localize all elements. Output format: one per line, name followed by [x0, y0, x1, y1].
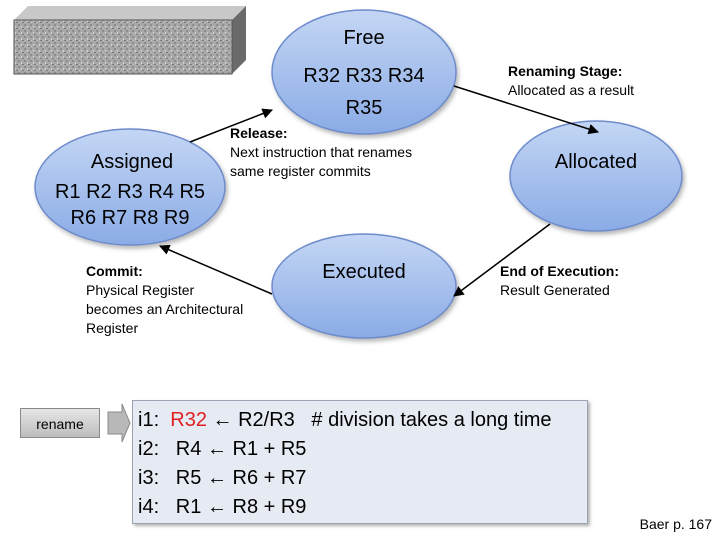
renaming-stage-text: Allocated as a result: [508, 82, 635, 98]
end-of-execution-text: Result Generated: [500, 282, 610, 298]
assigned-state-title: Assigned: [90, 151, 174, 173]
code-dest-register: R1: [175, 496, 202, 518]
allocated-state-ellipse: [509, 120, 683, 232]
free-state-registers-line2: R35: [345, 97, 383, 119]
rename-arrow: [107, 403, 131, 443]
arrow-executed-to-assigned: [159, 244, 273, 295]
commit-heading: Commit:: [86, 263, 143, 279]
free-state-registers-line1: R32 R33 R34: [303, 65, 425, 87]
code-dest-register: R32: [170, 409, 207, 431]
assigned-state-ellipse: [34, 128, 226, 246]
instruction-code-box: [132, 400, 588, 524]
commit-text-line1: Physical Register: [86, 282, 195, 298]
code-line-i1: i1: R32 ← R2/R3 # division takes a long …: [138, 407, 552, 433]
code-dest-register: R5: [175, 467, 202, 489]
code-expression: ← R8 + R9: [206, 496, 307, 518]
arrow-free-to-allocated: [453, 85, 600, 135]
release-heading: Release:: [230, 125, 288, 141]
end-of-execution-heading: End of Execution:: [500, 263, 619, 279]
commit-text-line2: becomes an Architectural: [86, 301, 244, 317]
code-label: i1:: [138, 409, 160, 431]
code-line-i3: i3: R5 ← R6 + R7: [138, 465, 306, 491]
code-label: i4:: [138, 496, 160, 518]
renaming-stage-note: Renaming Stage: Allocated as a result: [508, 62, 634, 100]
release-note: Release: Next instruction that renames s…: [230, 124, 412, 181]
code-expression: ← R6 + R7: [206, 467, 307, 489]
code-line-i4: i4: R1 ← R8 + R9: [138, 494, 306, 520]
citation-text: Baer p. 167: [639, 516, 712, 532]
arrow-assigned-to-free: [189, 108, 273, 143]
executed-state-title: Executed: [322, 261, 406, 283]
commit-text-line3: Register: [86, 320, 139, 336]
code-label: i3:: [138, 467, 160, 489]
release-text-line2: same register commits: [230, 163, 371, 179]
code-line-i2: i2: R4 ← R1 + R5: [138, 436, 306, 462]
executed-state-ellipse: [271, 233, 457, 339]
code-expression: ← R2/R3 # division takes a long time: [212, 409, 552, 431]
code-label: i2:: [138, 438, 160, 460]
granite-block-image: [13, 6, 246, 75]
arrow-allocated-to-executed: [453, 223, 551, 297]
free-state-title: Free: [343, 27, 385, 49]
end-of-execution-note: End of Execution: Result Generated: [500, 262, 619, 300]
free-state-ellipse: [271, 9, 457, 135]
rename-label-box: rename: [20, 408, 100, 438]
commit-note: Commit: Physical Register becomes an Arc…: [86, 262, 243, 338]
allocated-state-title: Allocated: [554, 151, 638, 173]
code-dest-register: R4: [175, 438, 202, 460]
release-text-line1: Next instruction that renames: [230, 144, 413, 160]
assigned-state-registers-line2: R6 R7 R8 R9: [70, 207, 190, 229]
renaming-stage-heading: Renaming Stage:: [508, 63, 623, 79]
assigned-state-registers-line1: R1 R2 R3 R4 R5: [54, 181, 206, 203]
code-expression: ← R1 + R5: [206, 438, 307, 460]
